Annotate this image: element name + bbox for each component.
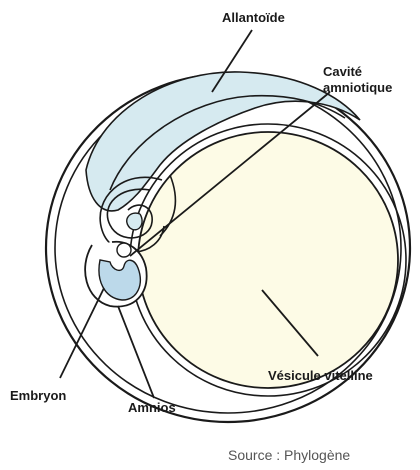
label-amnios: Amnios bbox=[128, 400, 176, 415]
membrane-fold-3 bbox=[127, 213, 142, 230]
leader-embryon bbox=[60, 288, 104, 378]
label-vesicule: Vésicule vitelline bbox=[268, 368, 373, 383]
label-allantoide: Allantoïde bbox=[222, 10, 285, 25]
source-credit: Source : Phylogène bbox=[228, 447, 350, 463]
leader-amnios bbox=[118, 306, 154, 398]
yolk-sac bbox=[138, 132, 398, 388]
label-embryon: Embryon bbox=[10, 388, 66, 403]
label-cavite-line1: Cavité bbox=[323, 64, 362, 79]
label-cavite-line2: amniotique bbox=[323, 80, 392, 95]
amniotic-cavity-bubble bbox=[117, 243, 131, 257]
